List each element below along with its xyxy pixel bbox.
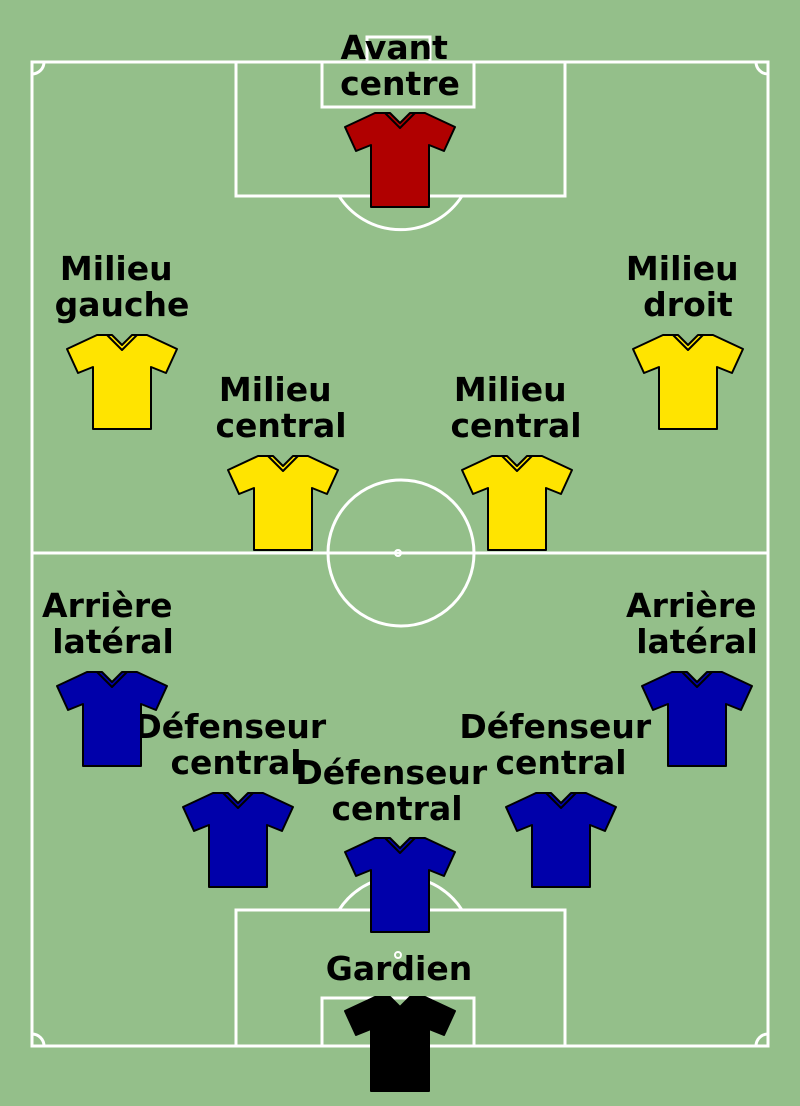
label-line-1: Gardien [326, 949, 472, 988]
corner-arc-top-left [31, 61, 46, 76]
label-line-2: central [331, 789, 462, 828]
bottom-penalty-spot [394, 951, 402, 959]
label-line-1: Défenseur [459, 707, 652, 746]
label-arriere-lateral-left: Arrière latéral [42, 586, 184, 661]
label-line-1: Défenseur [295, 753, 488, 792]
label-milieu-gauche: Milieu gauche [55, 249, 190, 324]
label-line-1: Milieu [60, 249, 173, 288]
label-line-1: Milieu [626, 249, 739, 288]
label-line-2: gauche [55, 285, 190, 324]
label-line-1: Arrière [626, 586, 756, 625]
label-defenseur-central-left: Défenseur central [134, 707, 337, 782]
corner-arc-bottom-left [31, 1032, 46, 1047]
label-line-2: central [495, 743, 626, 782]
center-circle [326, 478, 476, 628]
label-line-1: Milieu [219, 370, 332, 409]
label-line-1: Milieu [454, 370, 567, 409]
label-avant-centre: Avant centre [340, 28, 460, 103]
label-defenseur-central-right: Défenseur central [459, 707, 662, 782]
player-labels: Avant centre Milieu gauche Milieu droit … [42, 28, 768, 828]
center-spot [394, 549, 402, 557]
label-line-2: central [215, 406, 346, 445]
label-line-2: latéral [52, 622, 174, 661]
label-line-1: Arrière [42, 586, 172, 625]
label-milieu-central-right: Milieu central [450, 370, 581, 445]
corner-arc-top-right [754, 61, 769, 76]
top-goal [365, 35, 432, 64]
label-line-2: latéral [636, 622, 758, 661]
label-line-2: droit [643, 285, 733, 324]
label-line-2: centre [340, 64, 460, 103]
corner-arc-bottom-right [754, 1032, 769, 1047]
label-milieu-droit: Milieu droit [626, 249, 750, 324]
label-line-2: central [450, 406, 581, 445]
label-defenseur-central-mid: Défenseur central [295, 753, 498, 828]
label-arriere-lateral-right: Arrière latéral [626, 586, 768, 661]
label-line-1: Défenseur [134, 707, 327, 746]
label-gardien: Gardien [326, 949, 472, 988]
label-line-1: Avant [341, 28, 449, 67]
label-line-2: central [170, 743, 301, 782]
label-milieu-central-left: Milieu central [215, 370, 346, 445]
top-penalty-arc [337, 195, 464, 232]
